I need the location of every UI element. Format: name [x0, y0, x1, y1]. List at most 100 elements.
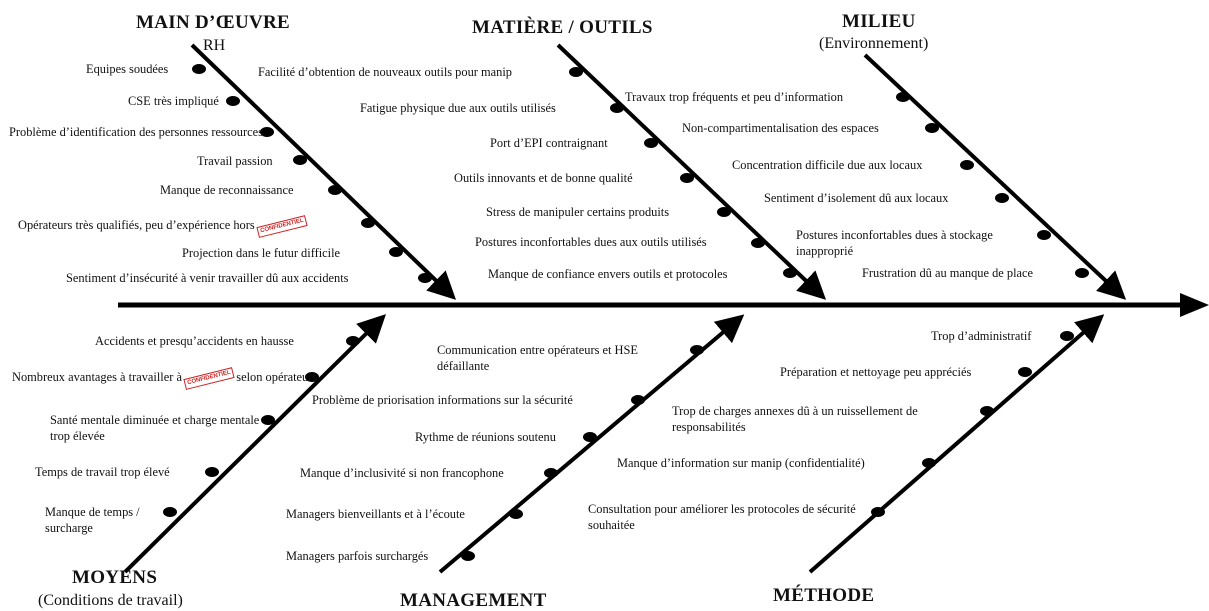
category-title-moyens: MOYENS: [72, 567, 158, 588]
cause-marker-icon: [192, 64, 206, 74]
cause-marker-icon: [305, 372, 319, 382]
markers-methode: [871, 331, 1074, 517]
category-subtitle-milieu: (Environnement): [819, 35, 929, 52]
category-subtitle-moyens: (Conditions de travail): [38, 592, 183, 609]
category-title-management: MANAGEMENT: [400, 590, 547, 611]
cause-marker-icon: [896, 92, 910, 102]
cause-milieu-1: Travaux trop fréquents et peu d’informat…: [625, 90, 844, 104]
cause-matiere-1: Facilité d’obtention de nouveaux outils …: [258, 65, 512, 79]
cause-main-oeuvre-7: Projection dans le futur difficile: [182, 246, 341, 260]
cause-management-4: Manque d’inclusivité si non francophone: [300, 466, 504, 480]
cause-moyens-5: Manque de temps / surcharge: [45, 505, 140, 535]
cause-milieu-2: Non-compartimentalisation des espaces: [682, 121, 879, 135]
cause-main-oeuvre-5: Manque de reconnaissance: [160, 183, 294, 197]
cause-marker-icon: [1075, 268, 1089, 278]
cause-main-oeuvre-8: Sentiment d’insécurité à venir travaille…: [66, 271, 349, 285]
cause-moyens-3: Santé mentale diminuée et charge mentale…: [50, 413, 260, 443]
cause-marker-icon: [163, 507, 177, 517]
cause-milieu-4: Sentiment d’isolement dû aux locaux: [764, 191, 949, 205]
bone-management: [438, 314, 745, 574]
bone-moyens: [123, 314, 386, 574]
cause-marker-icon: [389, 247, 403, 257]
cause-marker-icon: [960, 160, 974, 170]
cause-main-oeuvre-3: Problème d’identification des personnes …: [9, 125, 263, 139]
bone-main-oeuvre: [190, 43, 457, 300]
cause-marker-icon: [995, 193, 1009, 203]
category-title-methode: MÉTHODE: [773, 585, 875, 606]
cause-matiere-7: Manque de confiance envers outils et pro…: [488, 267, 728, 281]
cause-moyens-1: Accidents et presqu’accidents en hausse: [95, 334, 294, 348]
cause-marker-icon: [644, 138, 658, 148]
cause-marker-icon: [260, 127, 274, 137]
cause-marker-icon: [631, 395, 645, 405]
category-title-matiere: MATIÈRE / OUTILS: [472, 17, 653, 38]
cause-marker-icon: [583, 432, 597, 442]
cause-management-5: Managers bienveillants et à l’écoute: [286, 507, 465, 521]
cause-marker-icon: [544, 468, 558, 478]
cause-moyens-4: Temps de travail trop élevé: [35, 465, 170, 479]
cause-marker-icon: [361, 218, 375, 228]
cause-management-6: Managers parfois surchargés: [286, 549, 429, 563]
cause-marker-icon: [1037, 230, 1051, 240]
cause-methode-2: Préparation et nettoyage peu appréciés: [780, 365, 972, 379]
bone-matiere: [556, 43, 827, 300]
bone-milieu: [863, 53, 1127, 300]
category-title-main-oeuvre: MAIN D’ŒUVRE: [136, 12, 291, 33]
cause-marker-icon: [509, 509, 523, 519]
cause-main-oeuvre-4: Travail passion: [197, 154, 273, 168]
cause-milieu-6: Frustration dû au manque de place: [862, 266, 1034, 280]
cause-marker-icon: [925, 123, 939, 133]
cause-main-oeuvre-2: CSE très impliqué: [128, 94, 219, 108]
cause-methode-4: Manque d’information sur manip (confiden…: [617, 456, 865, 470]
cause-main-oeuvre-6-text: Opérateurs très qualifiés, peu d’expérie…: [18, 218, 255, 232]
cause-matiere-4: Outils innovants et de bonne qualité: [454, 171, 633, 185]
bone-methode: [808, 314, 1105, 574]
markers-main-oeuvre: [192, 64, 432, 283]
markers-moyens: [163, 336, 360, 517]
cause-marker-icon: [261, 415, 275, 425]
cause-marker-icon: [871, 507, 885, 517]
cause-methode-1: Trop d’administratif: [931, 329, 1032, 343]
cause-marker-icon: [418, 273, 432, 283]
cause-marker-icon: [461, 551, 475, 561]
cause-matiere-3: Port d’EPI contraignant: [490, 136, 608, 150]
cause-main-oeuvre-1: Equipes soudées: [86, 62, 169, 76]
cause-matiere-6: Postures inconfortables dues aux outils …: [475, 235, 707, 249]
cause-methode-3: Trop de charges annexes dû à un ruissell…: [672, 404, 918, 434]
cause-moyens-2-text: Nombreux avantages à travailler à: [12, 370, 182, 384]
cause-marker-icon: [980, 406, 994, 416]
cause-marker-icon: [1060, 331, 1074, 341]
markers-milieu: [896, 92, 1089, 278]
cause-marker-icon: [328, 185, 342, 195]
cause-marker-icon: [922, 458, 936, 468]
cause-marker-icon: [293, 155, 307, 165]
cause-marker-icon: [610, 103, 624, 113]
category-title-milieu: MILIEU: [842, 11, 916, 32]
cause-matiere-2: Fatigue physique due aux outils utilisés: [360, 101, 556, 115]
cause-marker-icon: [783, 268, 797, 278]
cause-milieu-3: Concentration difficile due aux locaux: [732, 158, 923, 172]
cause-methode-5: Consultation pour améliorer les protocol…: [588, 502, 856, 532]
cause-management-3: Rythme de réunions soutenu: [415, 430, 556, 444]
markers-management: [461, 345, 704, 561]
cause-marker-icon: [690, 345, 704, 355]
spine-arrowhead-icon: [1180, 293, 1209, 317]
cause-marker-icon: [226, 96, 240, 106]
cause-moyens-2-text-end: selon opérateurs: [236, 370, 318, 384]
cause-marker-icon: [205, 467, 219, 477]
cause-management-1: Communication entre opérateurs et HSE dé…: [437, 343, 638, 373]
cause-marker-icon: [717, 207, 731, 217]
category-subtitle-main-oeuvre: RH: [203, 37, 226, 54]
cause-marker-icon: [1018, 367, 1032, 377]
cause-milieu-5: Postures inconfortables dues à stockage …: [796, 228, 993, 258]
markers-matiere: [569, 67, 797, 278]
cause-management-2: Problème de priorisation informations su…: [312, 393, 573, 407]
cause-marker-icon: [751, 238, 765, 248]
cause-marker-icon: [680, 173, 694, 183]
cause-marker-icon: [346, 336, 360, 346]
cause-marker-icon: [569, 67, 583, 77]
cause-main-oeuvre-6: Opérateurs très qualifiés, peu d’expérie…: [18, 214, 309, 238]
